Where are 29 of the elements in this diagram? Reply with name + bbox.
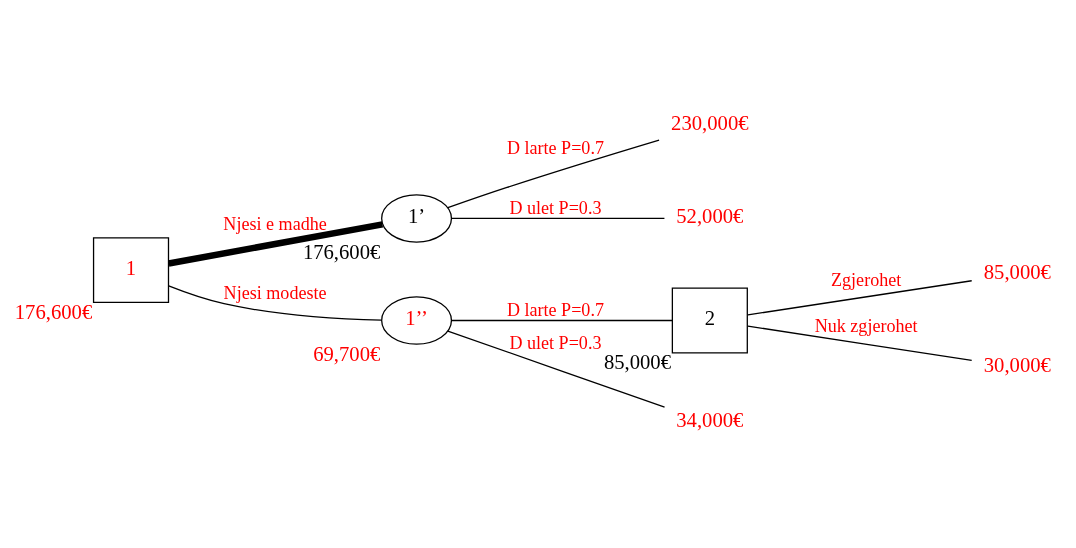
edge-label: D ulet P=0.3	[509, 197, 602, 218]
node-label: 176,600€	[302, 240, 381, 263]
node-text: 230,000€	[671, 112, 749, 135]
node-text: 52,000€	[676, 205, 744, 228]
connector	[447, 139, 660, 209]
node-text: 85,000€	[983, 260, 1051, 283]
node-label: 176,600€	[14, 300, 93, 323]
connector	[747, 325, 973, 361]
node-text: 30,000€	[983, 353, 1051, 376]
connector	[168, 221, 384, 267]
edge-label: Njesi modeste	[223, 282, 327, 303]
connector	[447, 330, 666, 408]
edge-label: Nuk zgjerohet	[814, 316, 918, 337]
edge-label: Njesi e madhe	[223, 214, 327, 235]
connector	[168, 285, 382, 321]
node-ellipse: 1’’	[381, 296, 453, 345]
edge-label: D larte P=0.7	[506, 299, 604, 320]
node-box: 1	[92, 237, 170, 304]
node-text: 34,000€	[676, 409, 744, 432]
node-ellipse: 1’	[381, 194, 453, 243]
node-label: 69,700€	[313, 342, 381, 365]
connector	[747, 280, 973, 316]
edge-label: D larte P=0.7	[506, 138, 604, 159]
node-box: 2	[671, 287, 748, 354]
edge-label: Zgjerohet	[831, 269, 902, 290]
connector	[451, 217, 666, 220]
node-label: 85,000€	[603, 351, 672, 374]
edge-label: D ulet P=0.3	[509, 333, 602, 354]
connector	[451, 319, 673, 322]
